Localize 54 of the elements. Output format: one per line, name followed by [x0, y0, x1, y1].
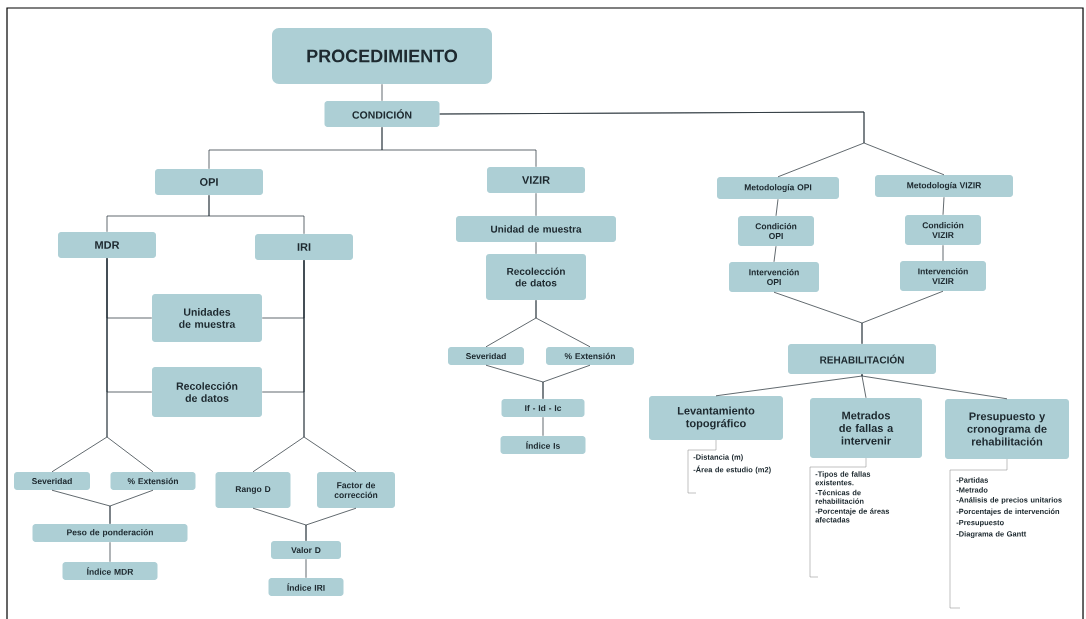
concept-box: Unidades de muestra — [152, 294, 262, 342]
connector-line — [942, 196, 945, 216]
concept-box: VIZIR — [487, 167, 585, 193]
concept-box: Peso de ponderación — [32, 524, 188, 542]
concept-box: Valor D — [271, 541, 341, 559]
connector-line — [109, 489, 154, 525]
concept-box: Severidad — [448, 347, 524, 365]
concept-box: Índice MDR — [62, 562, 158, 580]
concept-box: Presupuesto y cronograma de rehabilitación — [945, 399, 1069, 459]
connector-line — [542, 364, 591, 400]
connector-line — [305, 558, 307, 579]
concept-box: Rango D — [215, 472, 291, 508]
concept-box: Recolección de datos — [152, 367, 262, 417]
connector-line — [542, 416, 544, 437]
connector-line — [535, 192, 537, 217]
connector-line — [109, 541, 111, 563]
connector-line — [715, 373, 863, 397]
concept-box: If - Id - Ic — [501, 399, 585, 417]
connector-line — [942, 244, 944, 262]
connector-line — [535, 241, 537, 255]
connector-line — [861, 373, 1008, 400]
concept-box: OPI — [155, 169, 263, 195]
concept-box: Levantamiento topográfico — [649, 396, 783, 440]
concept-box: Recolección de datos — [486, 254, 586, 300]
connector-line — [106, 257, 154, 473]
concept-box: MDR — [58, 232, 156, 258]
concept-box: Condición OPI — [738, 216, 814, 246]
concept-box: Intervención VIZIR — [900, 261, 986, 291]
concept-box: Unidad de muestra — [456, 216, 616, 242]
concept-box: % Extensión — [546, 347, 634, 365]
connector-line — [775, 198, 779, 217]
concept-box: Factor de corrección — [317, 472, 395, 508]
concept-box: Intervención OPI — [729, 262, 819, 292]
concept-box: REHABILITACIÓN — [788, 344, 936, 374]
concept-box: Índice IRI — [268, 578, 344, 596]
connector-line — [439, 111, 945, 176]
concept-box: IRI — [255, 234, 353, 260]
concept-box: Severidad — [14, 472, 90, 490]
concept-box: Metodología OPI — [717, 177, 839, 199]
connector-line — [535, 299, 591, 348]
connector-line — [381, 126, 537, 168]
concept-box: CONDICIÓN — [324, 101, 440, 127]
connector-line — [773, 245, 777, 263]
connector-line — [381, 83, 383, 102]
concept-box: Metodología VIZIR — [875, 175, 1013, 197]
connector-line — [305, 507, 357, 542]
concept-box: Metrados de fallas a intervenir — [810, 398, 922, 458]
concept-box: Índice Is — [500, 436, 586, 454]
connector-line — [208, 194, 305, 235]
connector-line — [303, 259, 357, 473]
concept-box: % Extensión — [110, 472, 196, 490]
concept-box: Condición VIZIR — [905, 215, 981, 245]
title-box: PROCEDIMIENTO — [272, 28, 492, 84]
connector-line — [861, 290, 944, 345]
